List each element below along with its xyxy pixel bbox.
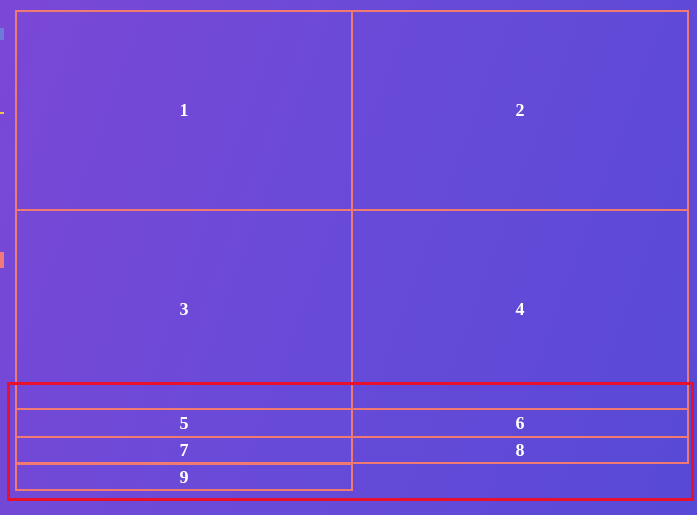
grid-item-label: 1 <box>179 100 189 120</box>
grid-item-label: 8 <box>515 439 525 460</box>
grid-item-label: 4 <box>515 299 525 319</box>
editor-edge-marker <box>0 112 4 114</box>
grid-item-label: 7 <box>179 439 189 460</box>
editor-edge-marker <box>0 252 4 268</box>
grid-item-2[interactable]: 2 <box>351 10 689 211</box>
grid-item-3[interactable]: 3 <box>15 209 353 410</box>
grid-item-label: 5 <box>179 412 189 433</box>
editor-edge-marker <box>0 28 4 40</box>
grid-item-8[interactable]: 8 <box>351 436 689 464</box>
grid-item-label: 2 <box>515 100 525 120</box>
grid-item-5[interactable]: 5 <box>15 408 353 438</box>
grid-item-label: 6 <box>515 412 525 433</box>
grid-item-6[interactable]: 6 <box>351 408 689 438</box>
grid-item-label: 3 <box>179 299 189 319</box>
grid-item-9[interactable]: 9 <box>15 463 353 491</box>
grid-item-7[interactable]: 7 <box>15 436 353 464</box>
grid-item-label: 9 <box>179 466 189 487</box>
grid-item-1[interactable]: 1 <box>15 10 353 211</box>
grid-item-4[interactable]: 4 <box>351 209 689 410</box>
